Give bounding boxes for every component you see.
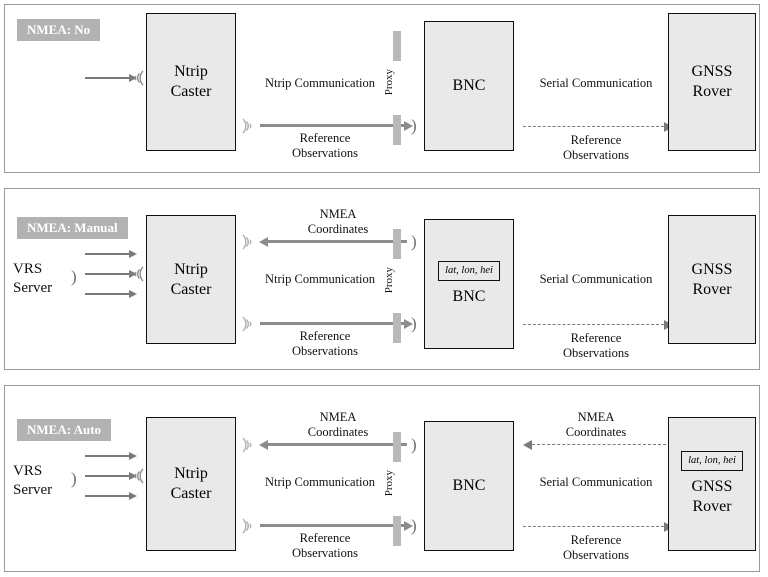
antenna-receive-icon — [130, 465, 148, 487]
node-label: GNSS Rover — [691, 63, 733, 100]
proxy-bar-top — [393, 31, 401, 61]
vrs-stream-arrow — [85, 253, 130, 255]
label-nmea-coordinates: NMEA Coordinates — [307, 207, 369, 236]
vrs-stream-arrow — [85, 475, 130, 477]
nmea-coordinates-arrow — [267, 443, 407, 446]
panel-nmea-no: NMEA: No Ntrip Caster — [4, 4, 760, 173]
badge-nmea-mode: NMEA: Manual — [17, 217, 128, 239]
badge-nmea-mode: NMEA: No — [17, 19, 101, 41]
antenna-transmit-icon — [238, 515, 256, 537]
nmea-coordinates-arrow — [267, 240, 407, 243]
node-ntrip-caster: Ntrip Caster — [146, 215, 236, 344]
node-label: Ntrip Caster — [170, 63, 212, 100]
node-gnss-rover: GNSS Rover — [668, 215, 756, 344]
incoming-stream-arrow — [85, 77, 130, 79]
antenna-transmit-icon — [238, 115, 256, 137]
label-serial-communication: Serial Communication — [539, 272, 653, 286]
reference-observations-arrow — [260, 124, 405, 127]
node-bnc: BNC — [424, 421, 514, 551]
vrs-stream-arrow — [85, 293, 130, 295]
label-reference-observations: Reference Observations — [292, 131, 358, 160]
coordinates-chip: lat, lon, hei — [681, 451, 743, 471]
receiver-bracket-icon: ) — [411, 516, 417, 535]
proxy-divider: Proxy — [383, 31, 411, 145]
label-reference-observations: Reference Observations — [292, 531, 358, 560]
badge-nmea-mode: NMEA: Auto — [17, 419, 112, 441]
vrs-transmit-bracket-icon: ) — [71, 267, 77, 286]
label-reference-observations: Reference Observations — [563, 331, 629, 360]
label-vrs-server: VRS Server — [13, 463, 53, 498]
antenna-transmit-icon — [238, 231, 256, 253]
antenna-transmit-icon — [238, 313, 256, 335]
node-label: BNC — [452, 477, 486, 494]
node-ntrip-caster: Ntrip Caster — [146, 13, 236, 151]
proxy-divider: Proxy — [383, 432, 411, 546]
rover-nmea-coordinates-arrow — [523, 440, 666, 450]
receiver-bracket-icon: ) — [411, 314, 417, 333]
vrs-stream-arrow — [85, 455, 130, 457]
proxy-divider: Proxy — [383, 229, 411, 343]
label-ntrip-communication: Ntrip Communication — [264, 76, 376, 90]
reference-observations-arrow — [260, 322, 405, 325]
label-reference-observations: Reference Observations — [292, 329, 358, 358]
reference-observations-arrow — [260, 524, 405, 527]
node-gnss-rover: lat, lon, hei GNSS Rover — [668, 417, 756, 551]
receiver-bracket-icon: ) — [411, 435, 417, 454]
label-nmea-coordinates: NMEA Coordinates — [565, 410, 627, 439]
label-reference-observations: Reference Observations — [563, 133, 629, 162]
node-label: BNC — [452, 77, 486, 94]
vrs-stream-arrow — [85, 495, 130, 497]
proxy-label: Proxy — [383, 470, 395, 497]
node-bnc: BNC — [424, 21, 514, 151]
label-vrs-server: VRS Server — [13, 261, 53, 296]
label-nmea-coordinates: NMEA Coordinates — [307, 410, 369, 439]
proxy-bar-top — [393, 432, 401, 462]
proxy-label: Proxy — [383, 69, 395, 96]
node-label: Ntrip Caster — [170, 260, 212, 298]
label-ntrip-communication: Ntrip Communication — [264, 272, 376, 286]
node-gnss-rover: GNSS Rover — [668, 13, 756, 151]
proxy-bar-bottom — [393, 313, 401, 343]
node-label: GNSS Rover — [691, 478, 733, 515]
serial-reference-observations-arrow — [523, 320, 673, 330]
panel-nmea-manual: NMEA: Manual VRS Server ) Ntrip Caster — [4, 188, 760, 370]
label-serial-communication: Serial Communication — [539, 475, 653, 489]
label-reference-observations: Reference Observations — [563, 533, 629, 562]
panel-nmea-auto: NMEA: Auto VRS Server ) Ntrip Caster — [4, 385, 760, 572]
node-label: Ntrip Caster — [170, 465, 212, 502]
receiver-bracket-icon: ) — [411, 116, 417, 135]
proxy-label: Proxy — [383, 267, 395, 294]
vrs-stream-arrow — [85, 273, 130, 275]
node-bnc: lat, lon, hei BNC — [424, 219, 514, 349]
node-ntrip-caster: Ntrip Caster — [146, 417, 236, 551]
serial-reference-observations-arrow — [523, 122, 673, 132]
label-serial-communication: Serial Communication — [539, 76, 653, 90]
node-label: GNSS Rover — [691, 260, 733, 298]
serial-reference-observations-arrow — [523, 522, 673, 532]
vrs-transmit-bracket-icon: ) — [71, 469, 77, 488]
proxy-bar-bottom — [393, 516, 401, 546]
node-label: BNC — [452, 288, 486, 305]
antenna-transmit-icon — [238, 434, 256, 456]
antenna-receive-icon — [130, 67, 148, 89]
antenna-receive-icon — [130, 263, 148, 285]
label-ntrip-communication: Ntrip Communication — [264, 475, 376, 489]
coordinates-chip: lat, lon, hei — [438, 261, 500, 281]
proxy-bar-top — [393, 229, 401, 259]
receiver-bracket-icon: ) — [411, 232, 417, 251]
proxy-bar-bottom — [393, 115, 401, 145]
